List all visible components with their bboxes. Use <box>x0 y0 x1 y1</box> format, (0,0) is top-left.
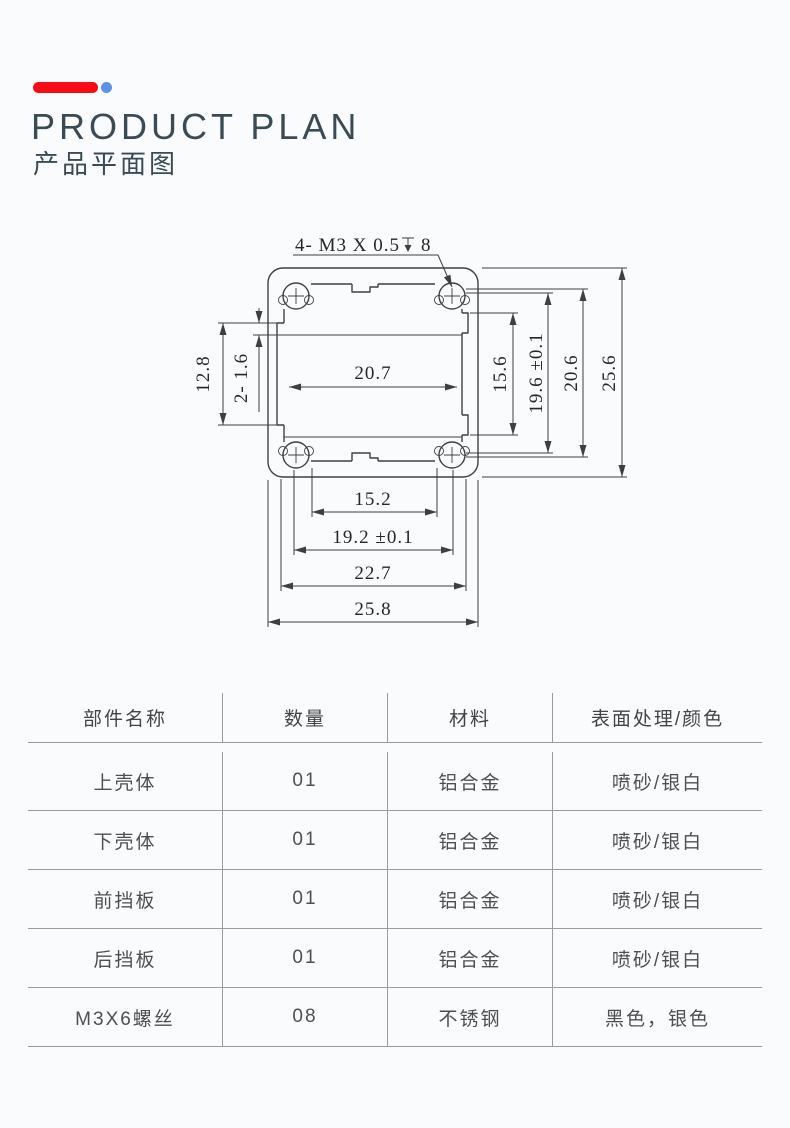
enclosure-profile <box>253 267 479 478</box>
depth-symbol-icon <box>402 237 414 252</box>
table-cell: 下壳体 <box>28 811 223 870</box>
table-cell: 铝合金 <box>388 752 553 811</box>
table-cell: 铝合金 <box>388 870 553 929</box>
table-cell: 喷砂/银白 <box>553 929 762 988</box>
screw-boss-top-left <box>278 282 314 310</box>
table-cell: 08 <box>223 988 388 1047</box>
dimension-labels: 4- M3 X 0.5 8 12.8 2- 1.6 20.7 15.6 19.6… <box>193 235 620 620</box>
table-cell: M3X6螺丝 <box>28 988 223 1047</box>
dim-25-6: 25.6 <box>599 354 620 391</box>
page-title: PRODUCT PLAN <box>31 106 361 147</box>
accent-bar <box>33 82 98 93</box>
screw-boss-bottom-left <box>278 441 314 469</box>
table-cell: 喷砂/银白 <box>553 752 762 811</box>
dim-20-6: 20.6 <box>561 354 582 391</box>
dim-25-8: 25.8 <box>354 599 391 620</box>
table-cell: 喷砂/银白 <box>553 811 762 870</box>
dim-20-7: 20.7 <box>354 363 391 384</box>
dim-15-6: 15.6 <box>490 355 511 392</box>
callout-depth-label: 8 <box>421 235 432 256</box>
table-cell: 01 <box>223 870 388 929</box>
technical-drawing: 4- M3 X 0.5 8 12.8 2- 1.6 20.7 15.6 19.6… <box>193 235 627 627</box>
table-cell: 不锈钢 <box>388 988 553 1047</box>
table-header-finish: 表面处理/颜色 <box>553 693 762 743</box>
table-cell: 01 <box>223 929 388 988</box>
table-header-part-name: 部件名称 <box>28 693 223 743</box>
screw-boss-bottom-right <box>434 441 470 469</box>
callout-label: 4- M3 X 0.5 <box>295 235 400 256</box>
table-cell: 铝合金 <box>388 811 553 870</box>
dimension-lines <box>219 237 626 626</box>
table-cell: 01 <box>223 752 388 811</box>
dim-22-7: 22.7 <box>354 563 391 584</box>
table-header-quantity: 数量 <box>223 693 388 743</box>
accent-dot <box>101 82 112 93</box>
screw-boss-top-right <box>434 282 470 310</box>
extension-lines <box>218 267 627 627</box>
dim-19-6: 19.6 ±0.1 <box>526 332 547 413</box>
table-cell: 上壳体 <box>28 752 223 811</box>
table-cell: 后挡板 <box>28 929 223 988</box>
parts-table: 部件名称 数量 材料 表面处理/颜色 上壳体 01 铝合金 喷砂/银白 下壳体 … <box>28 693 762 1047</box>
dim-15-2: 15.2 <box>354 489 391 510</box>
table-cell: 前挡板 <box>28 870 223 929</box>
table-cell: 黑色，银色 <box>553 988 762 1047</box>
dim-19-2: 19.2 ±0.1 <box>332 527 413 548</box>
table-cell: 01 <box>223 811 388 870</box>
table-header-material: 材料 <box>388 693 553 743</box>
dim-12-8: 12.8 <box>193 355 214 392</box>
table-cell: 铝合金 <box>388 929 553 988</box>
page-subtitle: 产品平面图 <box>33 149 179 179</box>
table-cell: 喷砂/银白 <box>553 870 762 929</box>
dim-2-1-6: 2- 1.6 <box>231 353 252 403</box>
